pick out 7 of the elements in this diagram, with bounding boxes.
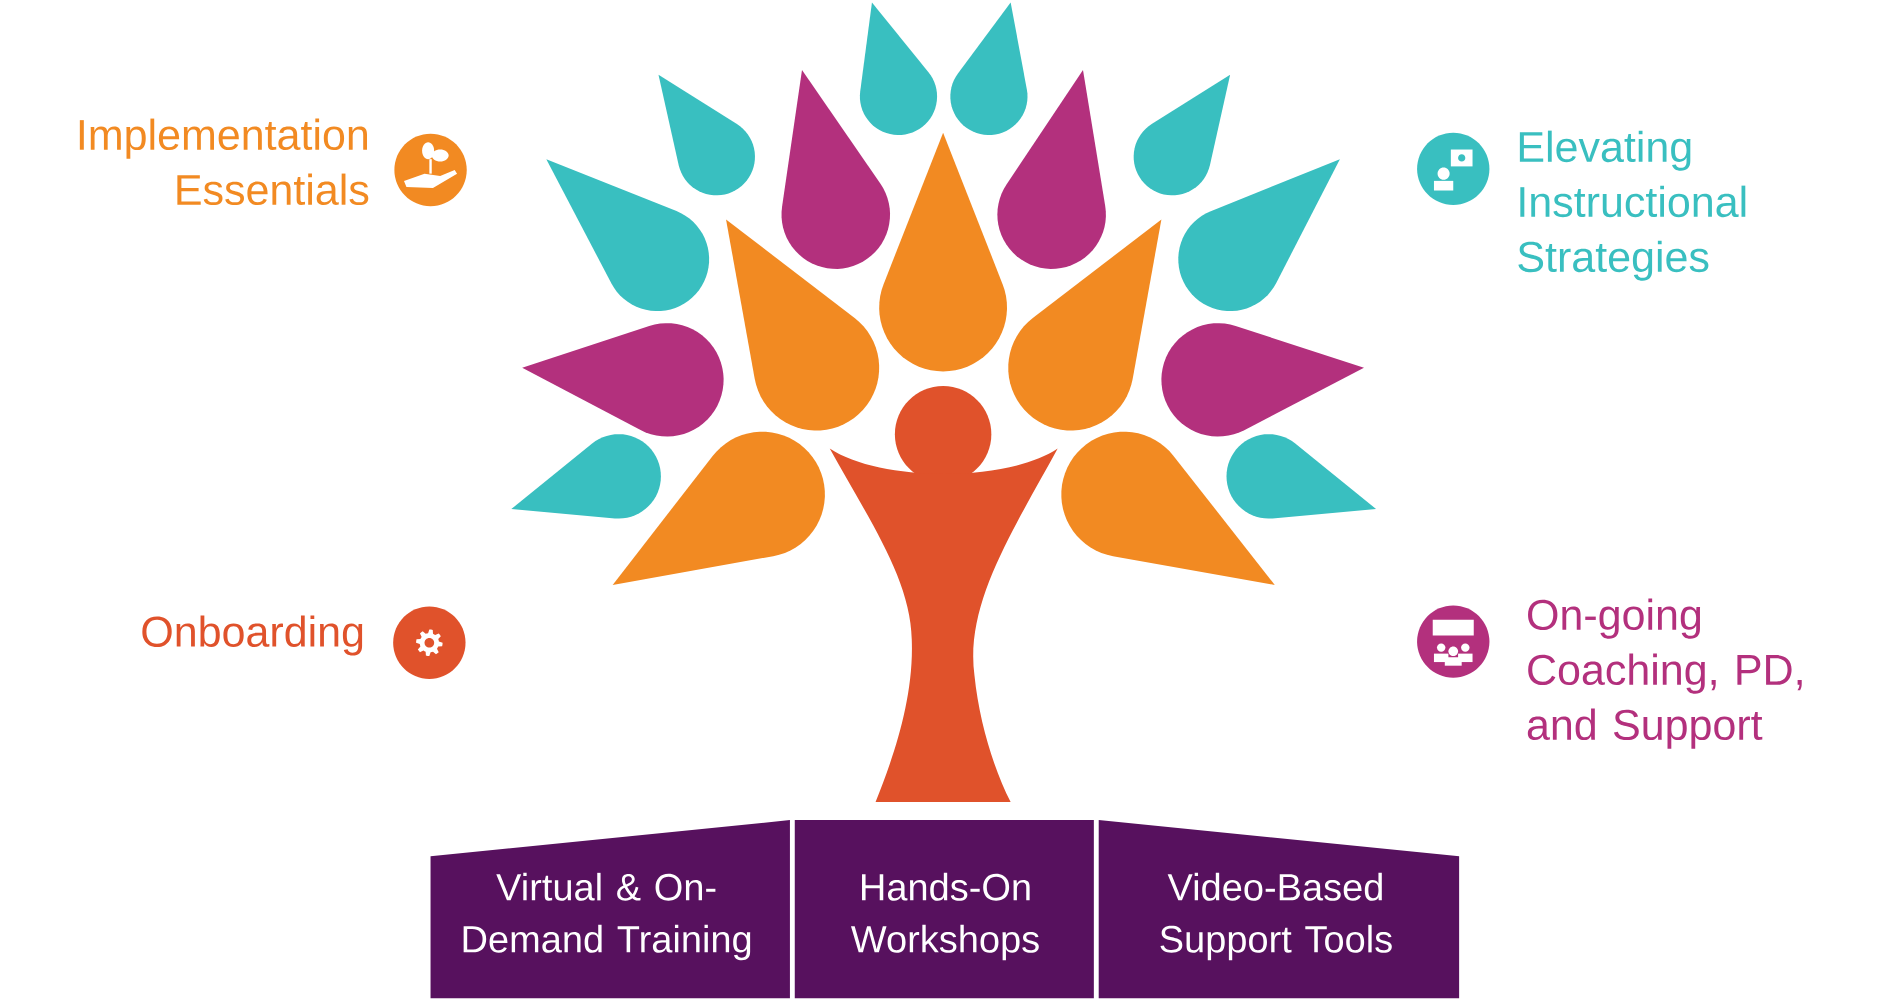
base-box: Hands-On Workshops	[794, 820, 1094, 999]
base-box: Video-Based Support Tools	[1098, 820, 1460, 999]
category-label: Onboarding	[142, 615, 363, 656]
base-box: Virtual & On-Demand Training	[430, 820, 790, 999]
category-label: Elevating Instructional Strategies	[1518, 130, 1746, 281]
category-label: Implementation Essentials	[79, 118, 369, 206]
category-label: On-going Coaching, PD, and Support	[1527, 598, 1802, 749]
